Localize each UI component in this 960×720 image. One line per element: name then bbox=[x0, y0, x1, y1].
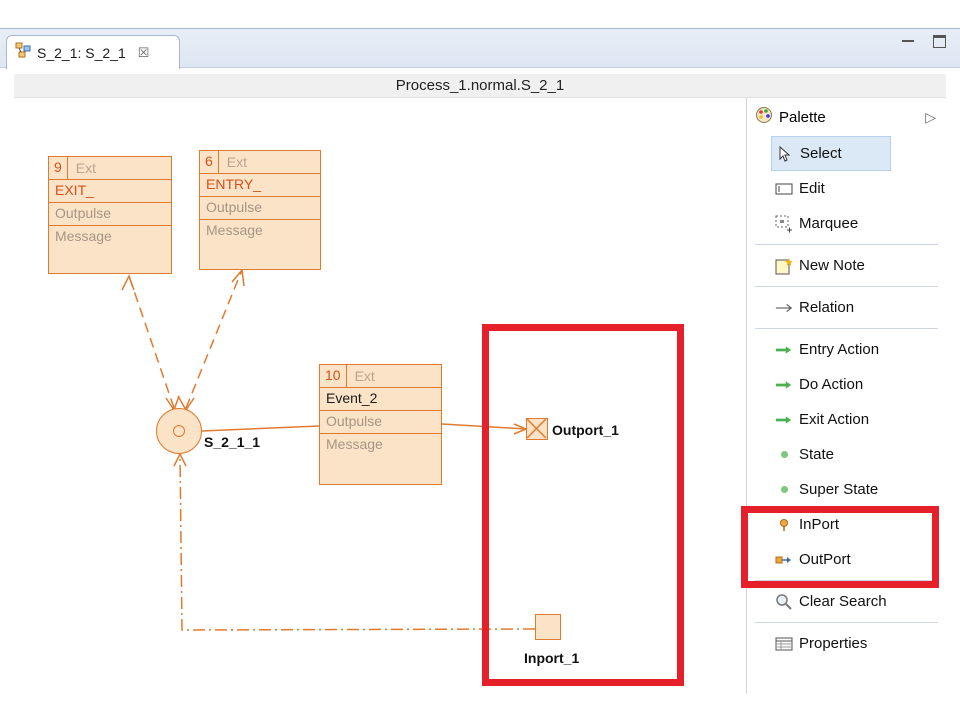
green-arrow-icon bbox=[775, 376, 793, 394]
palette-item-state[interactable]: State bbox=[747, 437, 946, 472]
green-arrow-icon bbox=[775, 411, 793, 429]
pointer-icon bbox=[776, 145, 794, 163]
palette-item-label: Select bbox=[800, 145, 842, 162]
state-node[interactable] bbox=[156, 408, 202, 454]
outport-icon bbox=[775, 551, 793, 569]
outport-node[interactable] bbox=[526, 418, 548, 440]
inport-node[interactable] bbox=[535, 614, 561, 640]
palette-panel: Palette ▷ Select Edit Marquee New Note R… bbox=[741, 98, 946, 694]
event-box-name: Event_2 bbox=[320, 388, 441, 411]
palette-item-entry-action[interactable]: Entry Action bbox=[747, 332, 946, 367]
palette-item-marquee[interactable]: Marquee bbox=[747, 206, 946, 241]
palette-item-exit-action[interactable]: Exit Action bbox=[747, 402, 946, 437]
bottom-strip bbox=[0, 694, 960, 720]
event-action-box[interactable]: 10 Ext Event_2 Outpulse Message bbox=[319, 364, 442, 485]
palette-item-label: InPort bbox=[799, 516, 840, 533]
exit-box-tag: Ext bbox=[75, 159, 97, 176]
palette-item-label: Entry Action bbox=[799, 341, 880, 358]
palette-separator bbox=[755, 580, 938, 581]
state-label: S_2_1_1 bbox=[204, 434, 261, 450]
editor-tab-label: S_2_1: S_2_1 bbox=[37, 44, 126, 61]
palette-title: Palette bbox=[779, 108, 826, 126]
palette-separator bbox=[755, 622, 938, 623]
palette-item-label: Super State bbox=[799, 481, 879, 498]
palette-item-label: New Note bbox=[799, 257, 865, 274]
exit-action-box[interactable]: 9 Ext EXIT_ Outpulse Message bbox=[48, 156, 172, 274]
marquee-icon bbox=[775, 215, 793, 233]
palette-icon bbox=[755, 106, 773, 128]
palette-collapse-icon[interactable]: ▷ bbox=[925, 108, 936, 125]
entry-box-number: 6 bbox=[200, 151, 219, 173]
ports-highlight-box bbox=[482, 324, 684, 686]
palette-item-inport[interactable]: InPort bbox=[747, 507, 946, 542]
palette-item-label: Edit bbox=[799, 180, 825, 197]
diagram-tab-icon bbox=[15, 42, 31, 63]
palette-separator bbox=[755, 286, 938, 287]
event-box-tag: Ext bbox=[354, 367, 375, 384]
inport-icon bbox=[775, 516, 793, 534]
palette-item-label: Relation bbox=[799, 299, 855, 316]
editor-tab[interactable]: S_2_1: S_2_1 ☒ bbox=[6, 35, 180, 69]
table-icon bbox=[775, 635, 793, 653]
event-box-header: 10 Ext bbox=[320, 365, 441, 388]
relation-arrow-icon bbox=[775, 299, 793, 317]
palette-item-properties[interactable]: Properties bbox=[747, 626, 946, 661]
minimize-icon[interactable] bbox=[901, 35, 915, 49]
exit-box-number: 9 bbox=[49, 157, 68, 179]
entry-action-box[interactable]: 6 Ext ENTRY_ Outpulse Message bbox=[199, 150, 321, 270]
port-tools-highlight-box bbox=[741, 506, 939, 588]
event-box-outpulse: Outpulse bbox=[320, 411, 441, 434]
palette-item-label: Do Action bbox=[799, 376, 864, 393]
palette-item-outport[interactable]: OutPort bbox=[747, 542, 946, 577]
entry-box-header: 6 Ext bbox=[200, 151, 320, 174]
exit-box-message: Message bbox=[55, 228, 112, 244]
palette-item-clear-search[interactable]: Clear Search bbox=[747, 584, 946, 619]
palette-item-label: Clear Search bbox=[799, 593, 887, 610]
palette-item-new-note[interactable]: New Note bbox=[747, 248, 946, 283]
entry-box-outpulse: Outpulse bbox=[200, 197, 320, 220]
palette-separator bbox=[755, 328, 938, 329]
editor-tab-bar: S_2_1: S_2_1 ☒ bbox=[0, 28, 960, 69]
entry-box-message: Message bbox=[206, 222, 263, 238]
palette-separator bbox=[755, 244, 938, 245]
diagram-canvas[interactable]: 9 Ext EXIT_ Outpulse Message 6 Ext ENTRY… bbox=[14, 98, 746, 694]
event-box-message: Message bbox=[326, 436, 383, 452]
green-dot-icon bbox=[775, 446, 793, 464]
palette-item-label: OutPort bbox=[799, 551, 851, 568]
connection-lines bbox=[121, 268, 536, 631]
palette-item-edit[interactable]: Edit bbox=[747, 171, 946, 206]
green-arrow-icon bbox=[775, 341, 793, 359]
entry-box-tag: Ext bbox=[226, 153, 248, 170]
palette-item-label: State bbox=[799, 446, 835, 463]
event-box-number: 10 bbox=[320, 365, 347, 387]
entry-box-name: ENTRY_ bbox=[200, 174, 320, 197]
outport-cross-icon bbox=[526, 418, 547, 439]
palette-item-label: Marquee bbox=[799, 215, 859, 232]
palette-item-super-state[interactable]: Super State bbox=[747, 472, 946, 507]
green-dot-icon bbox=[775, 481, 793, 499]
palette-header[interactable]: Palette ▷ bbox=[747, 98, 946, 136]
window-controls bbox=[901, 35, 946, 49]
palette-item-label: Exit Action bbox=[799, 411, 870, 428]
exit-box-name: EXIT_ bbox=[49, 180, 171, 203]
diagram-breadcrumb: Process_1.normal.S_2_1 bbox=[14, 74, 946, 98]
palette-item-do-action[interactable]: Do Action bbox=[747, 367, 946, 402]
maximize-icon[interactable] bbox=[933, 35, 946, 48]
palette-item-label: Properties bbox=[799, 635, 868, 652]
outport-label: Outport_1 bbox=[552, 422, 619, 438]
magnifier-icon bbox=[775, 593, 793, 611]
palette-item-relation[interactable]: Relation bbox=[747, 290, 946, 325]
exit-box-header: 9 Ext bbox=[49, 157, 171, 180]
inport-label: Inport_1 bbox=[524, 650, 580, 666]
palette-item-select[interactable]: Select bbox=[771, 136, 891, 171]
state-node-inner bbox=[173, 425, 185, 437]
top-strip bbox=[0, 0, 960, 28]
edit-icon bbox=[775, 180, 793, 198]
note-icon bbox=[775, 257, 793, 275]
exit-box-outpulse: Outpulse bbox=[49, 203, 171, 226]
close-icon[interactable]: ☒ bbox=[137, 44, 150, 60]
